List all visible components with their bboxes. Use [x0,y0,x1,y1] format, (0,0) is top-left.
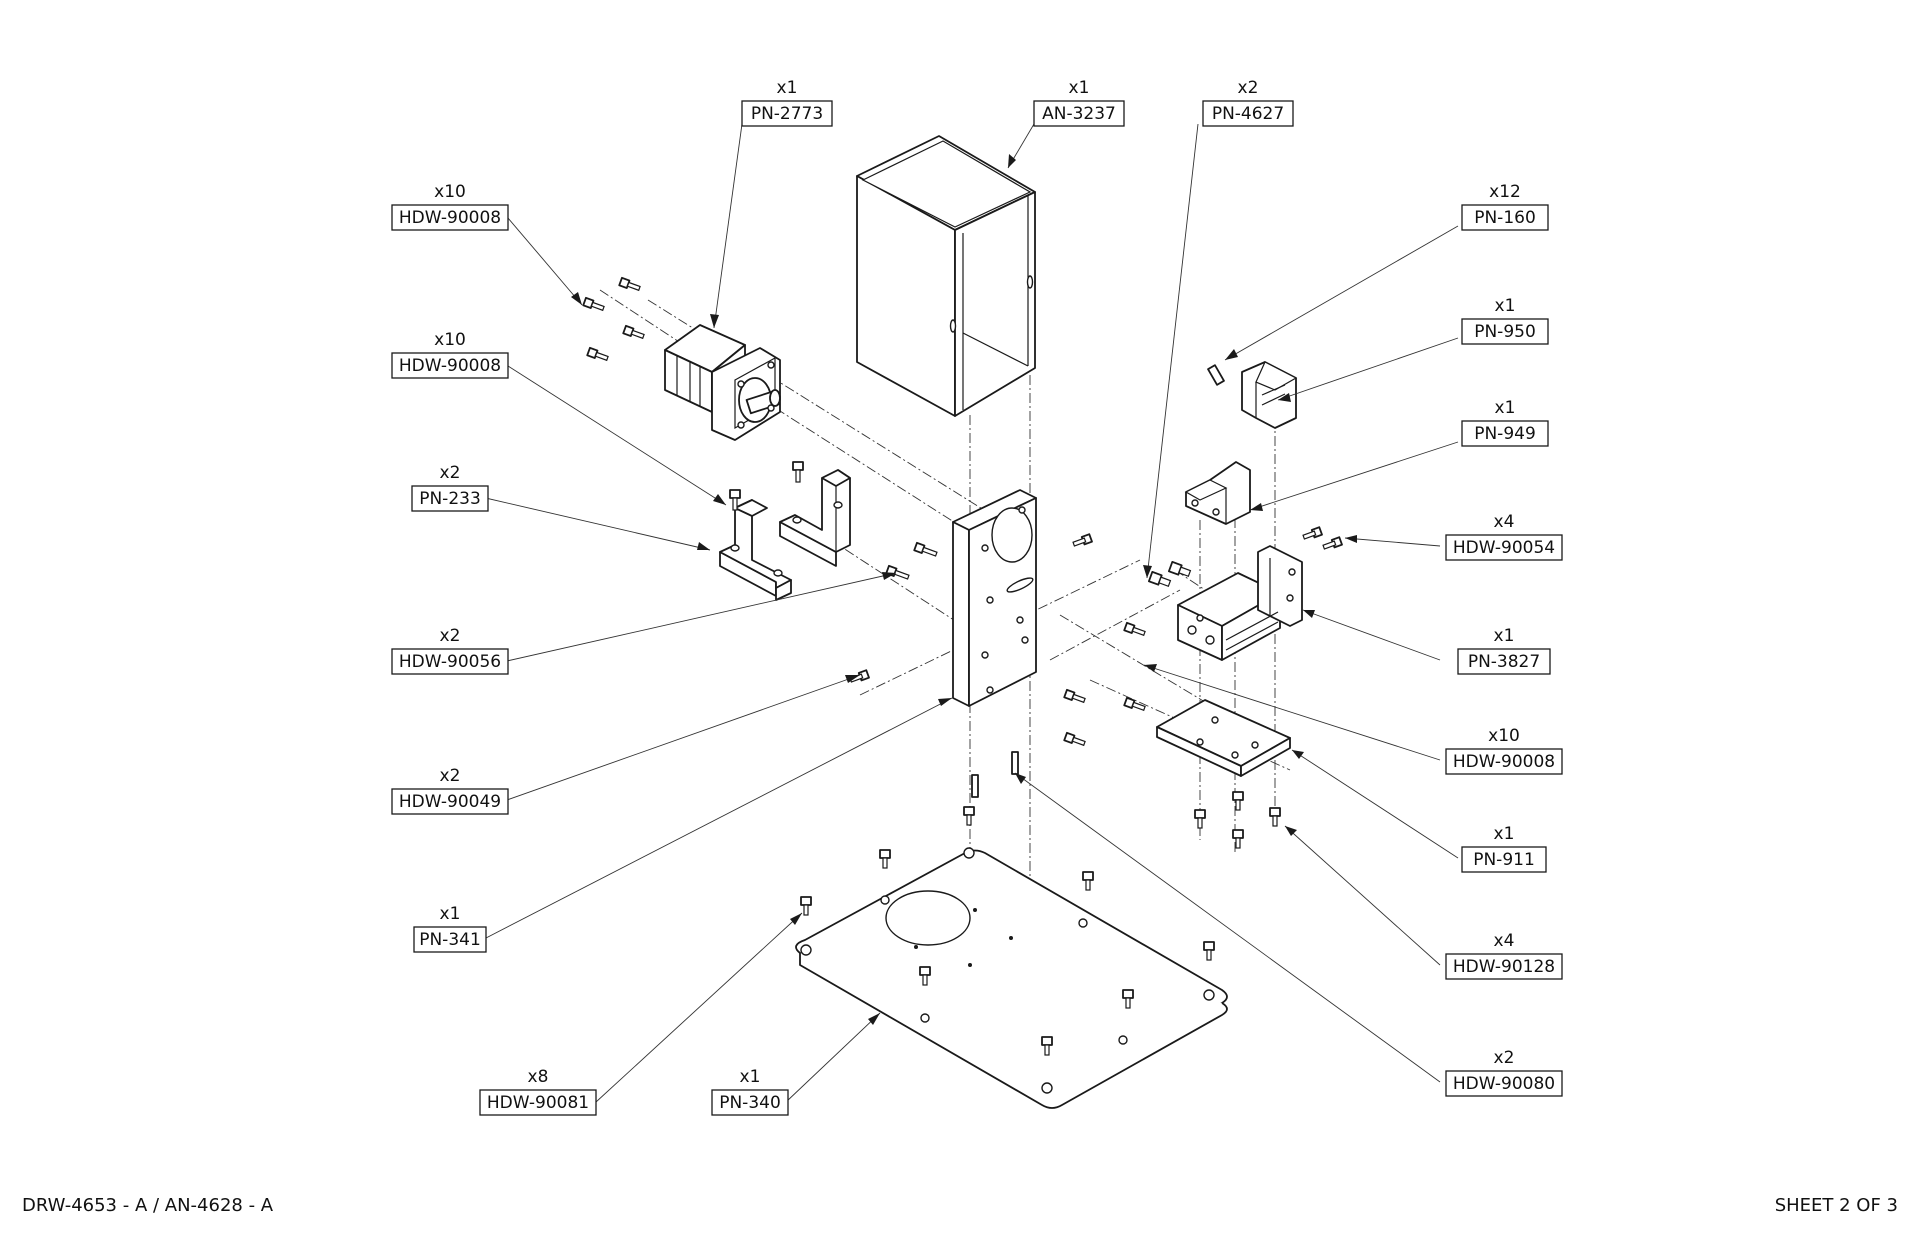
callout-an-3237: x1 AN-3237 [1033,78,1125,127]
callout-pn: HDW-90080 [1453,1074,1555,1094]
callout-pn: HDW-90054 [1453,538,1555,558]
callout-qty: x2 [1494,1048,1515,1068]
gripper-jaw-block [1184,461,1251,525]
motor [664,324,781,441]
adapter-plate [1156,699,1291,777]
callout-pn-949: x1 PN-949 [1461,398,1549,447]
callout-qty: x12 [1489,182,1521,202]
callout-hdw-90008-c: x10 HDW-90008 [1445,726,1563,775]
callout-qty: x1 [1069,78,1090,98]
callout-pn: PN-950 [1474,322,1536,342]
callout-qty: x4 [1494,931,1515,951]
callout-pn: HDW-90008 [1453,752,1555,772]
callout-pn-911: x1 PN-911 [1461,824,1547,873]
l-brackets [719,469,851,601]
callout-pn-950: x1 PN-950 [1461,296,1549,345]
callout-pn-341: x1 PN-341 [413,904,487,953]
base-screws [800,806,1215,1056]
callout-qty: x2 [440,626,461,646]
callout-qty: x2 [440,463,461,483]
callout-qty: x1 [777,78,798,98]
callout-qty: x1 [740,1067,761,1087]
base-plate [795,847,1228,1109]
callout-pn-4627: x2 PN-4627 [1202,78,1294,127]
callout-pn-233: x2 PN-233 [411,463,489,512]
callout-pn: PN-233 [419,489,481,509]
dowel-pins [971,751,1019,798]
callout-pn: AN-3237 [1042,104,1116,124]
callout-pn-340: x1 PN-340 [711,1067,789,1116]
callout-pn: PN-911 [1473,850,1535,870]
air-fittings [1147,560,1192,588]
callout-hdw-90054: x4 HDW-90054 [1445,512,1563,561]
callout-qty: x2 [440,766,461,786]
callout-pn: PN-341 [419,930,481,950]
callout-qty: x1 [1495,296,1516,316]
callout-hdw-90080: x2 HDW-90080 [1445,1048,1563,1097]
callout-hdw-90081: x8 HDW-90081 [479,1067,597,1116]
callout-qty: x10 [434,182,466,202]
bracket-screws [729,461,804,511]
callout-qty: x1 [1494,824,1515,844]
sheet-number: SHEET 2 OF 3 [1774,1195,1898,1216]
vertical-mounting-plate [952,489,1037,707]
gripper-cap [1207,361,1298,429]
callout-qty: x10 [1488,726,1520,746]
callout-pn: PN-340 [719,1093,781,1113]
callout-hdw-90008-a: x10 HDW-90008 [391,182,509,231]
callout-pn: PN-3827 [1468,652,1540,672]
callout-pn: PN-2773 [751,104,823,124]
callout-pn: HDW-90081 [487,1093,589,1113]
callout-pn: HDW-90008 [399,356,501,376]
callout-pn: PN-160 [1474,208,1536,228]
callout-qty: x1 [440,904,461,924]
callout-pn: PN-949 [1474,424,1536,444]
gripper-body [1177,545,1303,661]
callout-pn-160: x12 PN-160 [1461,182,1549,231]
callout-labels: x1 PN-2773 x1 AN-3237 x2 PN-4627 x10 HDW… [391,78,1563,1116]
leader-lines [476,123,1459,1103]
adapter-screws [1194,791,1281,849]
callout-pn-3827: x1 PN-3827 [1457,626,1551,675]
callout-pn: HDW-90049 [399,792,501,812]
enclosure-cover [856,135,1036,417]
callout-hdw-90128: x4 HDW-90128 [1445,931,1563,980]
callout-qty: x4 [1494,512,1515,532]
callout-pn: HDW-90008 [399,208,501,228]
callout-qty: x10 [434,330,466,350]
gripper-side-screws [1302,526,1343,550]
motor-screws [582,276,645,362]
callout-pn: HDW-90056 [399,652,501,672]
leader-arrowheads [571,154,1357,1025]
callout-qty: x1 [1495,398,1516,418]
callout-pn-2773: x1 PN-2773 [741,78,833,127]
callout-hdw-90008-b: x10 HDW-90008 [391,330,509,379]
callout-pn: HDW-90128 [1453,957,1555,977]
callout-qty: x8 [528,1067,549,1087]
plate-screws [849,533,1146,747]
drawing-reference: DRW-4653 - A / AN-4628 - A [22,1195,274,1216]
callout-qty: x2 [1238,78,1259,98]
callout-hdw-90056: x2 HDW-90056 [391,626,509,675]
callout-pn: PN-4627 [1212,104,1284,124]
callout-hdw-90049: x2 HDW-90049 [391,766,509,815]
callout-qty: x1 [1494,626,1515,646]
